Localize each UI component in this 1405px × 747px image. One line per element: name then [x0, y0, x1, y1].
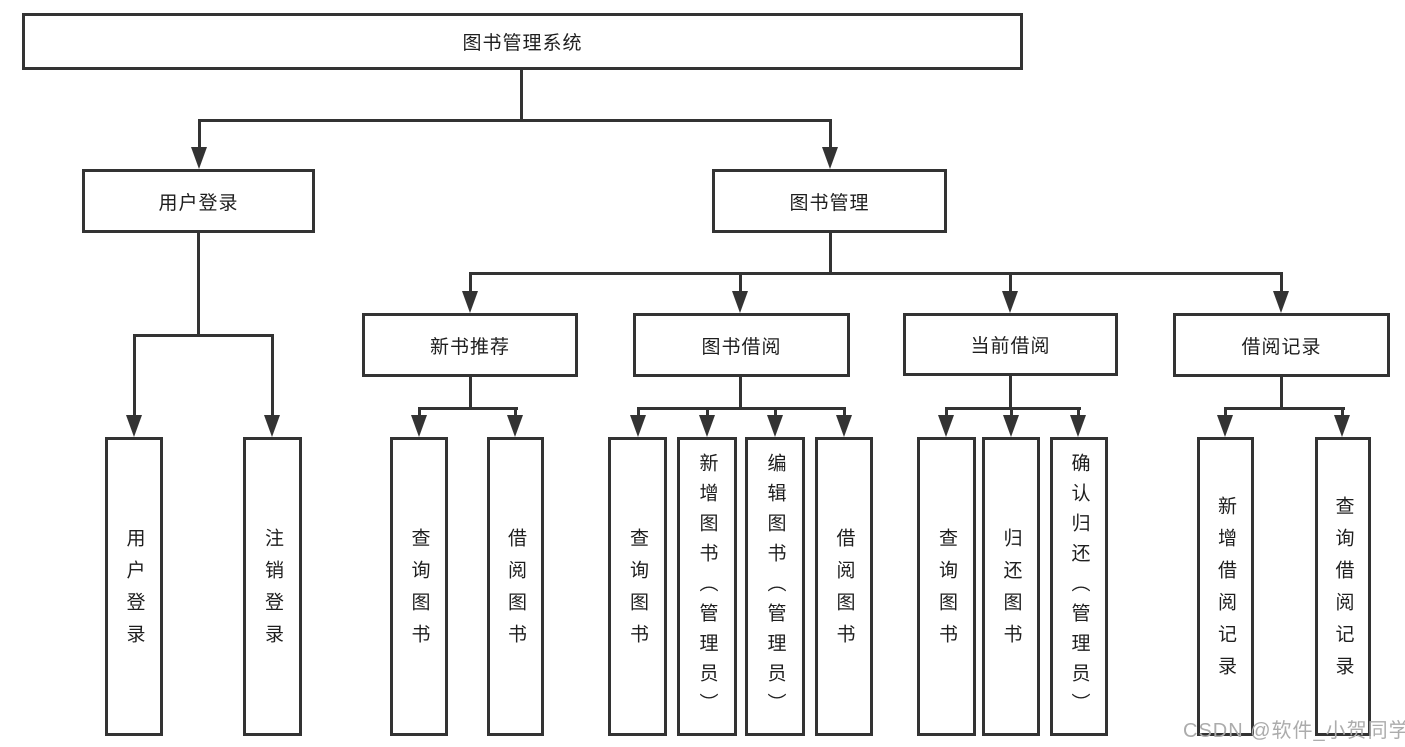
arrowhead-cb-return [1003, 415, 1019, 437]
leaf-box-confirm-return-admin: 确认归还（管理员） [1050, 437, 1108, 736]
connector-bookmgmt-stub [829, 233, 832, 272]
leaf-label-confirm-return-admin: 确认归还（管理员） [1068, 452, 1090, 723]
leaf-label-user-login-action: 用户登录 [123, 527, 145, 656]
connector-drop-logout-action [271, 334, 274, 416]
leaf-box-current-query-books: 查询图书 [917, 437, 976, 736]
connector-drop-user-login [198, 119, 201, 149]
node-box-user-login: 用户登录 [82, 169, 315, 233]
connector-drop-rec-query [1341, 407, 1344, 417]
connector-userlogin-rail [133, 334, 274, 337]
connector-records-stub [1280, 377, 1283, 407]
connector-drop-current-borrow [1009, 272, 1012, 292]
arrowhead-current-borrow [1002, 291, 1018, 313]
connector-drop-cb-confirm [1077, 407, 1080, 417]
arrowhead-bb-borrow [836, 415, 852, 437]
arrowhead-cb-confirm [1070, 415, 1086, 437]
node-label-user-login: 用户登录 [158, 192, 239, 214]
arrowhead-new-book-recommend [462, 291, 478, 313]
leaf-box-borrow-borrow-books: 借阅图书 [815, 437, 873, 736]
connector-bookborrow-stub [739, 377, 742, 407]
node-label-book-borrow: 图书借阅 [701, 336, 782, 358]
arrowhead-rec-query [1334, 415, 1350, 437]
connector-drop-bb-add [706, 407, 709, 417]
connector-drop-book-borrow [739, 272, 742, 292]
arrowhead-cb-query [938, 415, 954, 437]
node-box-borrow-records: 借阅记录 [1173, 313, 1390, 377]
connector-drop-cb-return [1010, 407, 1013, 417]
leaf-box-query-borrow-record: 查询借阅记录 [1315, 437, 1371, 736]
leaf-label-borrow-query-books: 查询图书 [627, 527, 648, 656]
leaf-box-recommend-borrow-books: 借阅图书 [487, 437, 544, 736]
arrowhead-recommend-query [411, 415, 427, 437]
connector-drop-bb-query [637, 407, 640, 417]
leaf-box-add-books-admin: 新增图书（管理员） [677, 437, 737, 736]
connector-drop-cb-query [945, 407, 948, 417]
arrowhead-bb-edit [767, 415, 783, 437]
node-box-root: 图书管理系统 [22, 13, 1023, 70]
connector-drop-bb-edit [774, 407, 777, 417]
arrowhead-bb-add [699, 415, 715, 437]
connector-currentborrow-rail [945, 407, 1081, 410]
node-label-borrow-records: 借阅记录 [1241, 336, 1322, 358]
connector-drop-bb-borrow [843, 407, 846, 417]
arrowhead-logout-action [264, 415, 280, 437]
node-box-current-borrow: 当前借阅 [903, 313, 1118, 376]
leaf-label-edit-books-admin: 编辑图书（管理员） [764, 452, 786, 723]
connector-drop-recommend-borrow [514, 407, 517, 417]
leaf-label-add-borrow-record: 新增借阅记录 [1215, 495, 1236, 688]
connector-bookmgmt-rail [469, 272, 1283, 275]
leaf-box-return-books: 归还图书 [982, 437, 1040, 736]
leaf-label-borrow-borrow-books: 借阅图书 [833, 527, 855, 656]
arrowhead-bb-query [630, 415, 646, 437]
leaf-label-logout-action: 注销登录 [262, 527, 283, 656]
leaf-label-return-books: 归还图书 [1000, 527, 1022, 656]
connector-currentborrow-stub [1009, 376, 1012, 407]
arrowhead-user-login-action [126, 415, 142, 437]
node-box-book-borrow: 图书借阅 [633, 313, 850, 377]
leaf-label-query-borrow-record: 查询借阅记录 [1332, 495, 1354, 688]
node-label-new-book-recommend: 新书推荐 [429, 336, 510, 358]
connector-drop-book-management [829, 119, 832, 149]
connector-root-stub [520, 70, 523, 119]
connector-drop-rec-add [1224, 407, 1227, 417]
connector-drop-user-login-action [133, 334, 136, 416]
connector-drop-new-book-recommend [469, 272, 472, 292]
arrowhead-recommend-borrow [507, 415, 523, 437]
connector-root-rail [198, 119, 832, 122]
csdn-watermark: CSDN @软件_小贺同学 [1183, 720, 1405, 742]
leaf-box-recommend-query-books: 查询图书 [390, 437, 448, 736]
leaf-box-user-login-action: 用户登录 [105, 437, 163, 736]
leaf-box-add-borrow-record: 新增借阅记录 [1197, 437, 1254, 736]
arrowhead-rec-add [1217, 415, 1233, 437]
arrowhead-borrow-records [1273, 291, 1289, 313]
connector-drop-recommend-query [418, 407, 421, 417]
arrowhead-book-borrow [732, 291, 748, 313]
leaf-box-edit-books-admin: 编辑图书（管理员） [745, 437, 805, 736]
arrowhead-book-management [822, 147, 838, 169]
leaf-label-add-books-admin: 新增图书（管理员） [696, 452, 718, 723]
connector-recommend-rail [418, 407, 518, 410]
node-label-book-management: 图书管理 [789, 192, 870, 214]
connector-drop-borrow-records [1280, 272, 1283, 292]
leaf-label-current-query-books: 查询图书 [936, 527, 957, 656]
node-label-current-borrow: 当前借阅 [970, 336, 1051, 357]
connector-records-rail [1224, 407, 1345, 410]
node-box-new-book-recommend: 新书推荐 [362, 313, 578, 377]
leaf-label-recommend-query-books: 查询图书 [408, 527, 430, 656]
leaf-box-borrow-query-books: 查询图书 [608, 437, 667, 736]
connector-bookborrow-rail [637, 407, 846, 410]
connector-userlogin-stub [197, 233, 200, 334]
node-box-book-management: 图书管理 [712, 169, 947, 233]
leaf-box-logout-action: 注销登录 [243, 437, 302, 736]
connector-recommend-stub [469, 377, 472, 407]
arrowhead-user-login [191, 147, 207, 169]
leaf-label-recommend-borrow-books: 借阅图书 [505, 527, 526, 656]
node-label-root: 图书管理系统 [462, 33, 583, 54]
